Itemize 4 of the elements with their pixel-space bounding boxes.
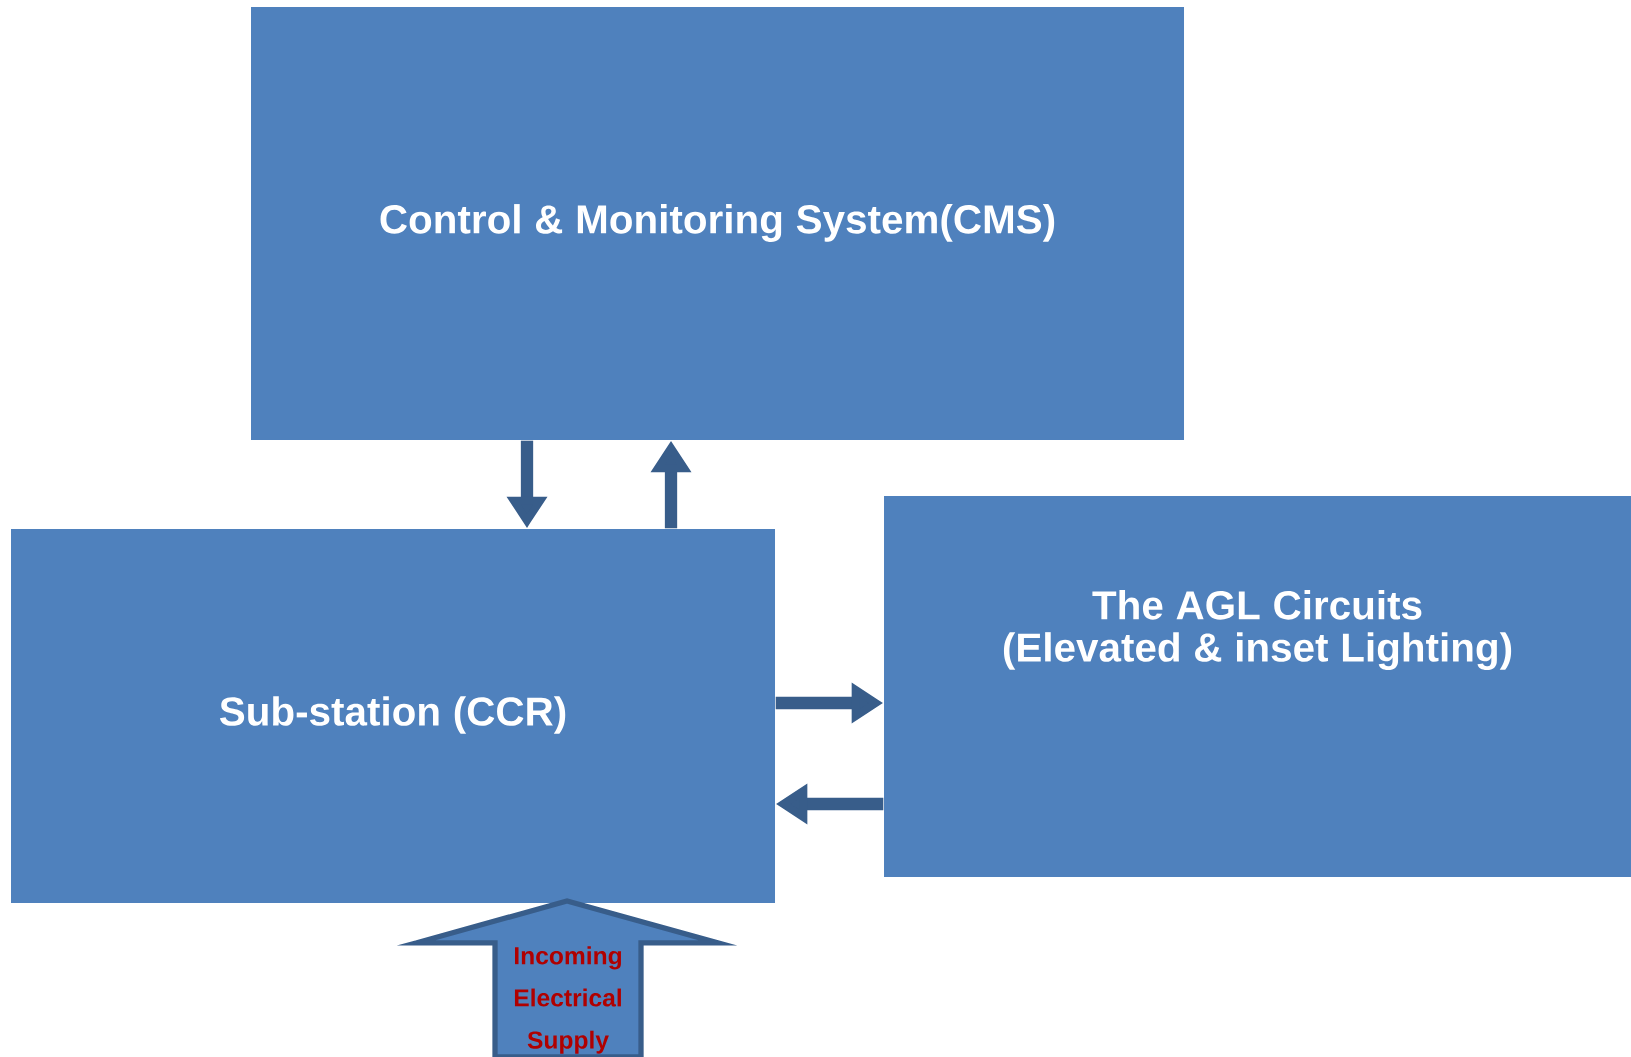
process-box: The AGL Circuits (Elevated & inset Lighting) xyxy=(884,496,1631,877)
process-box: Sub-station (CCR) xyxy=(11,529,775,903)
node-label: Incoming Electrical Supply xyxy=(514,946,622,1054)
process-box: Control & Monitoring System(CMS) xyxy=(251,6,1184,440)
